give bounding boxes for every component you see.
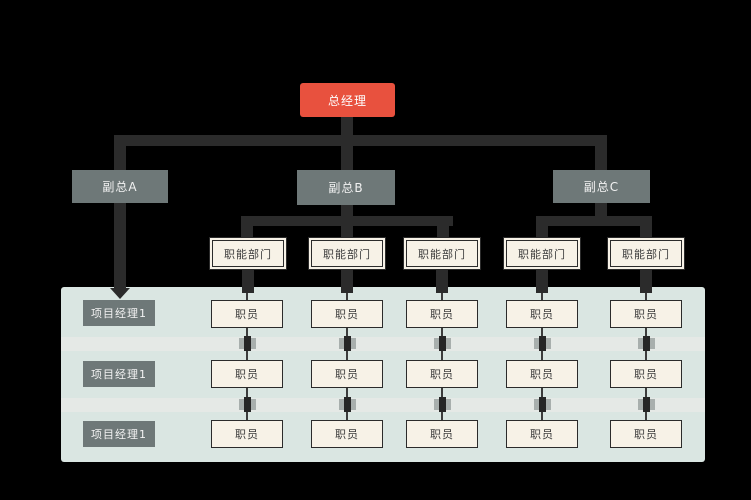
connector-joint — [533, 336, 551, 351]
connector-dept-1-stub — [242, 270, 254, 293]
node-dept-2[interactable]: 职能部门 — [308, 237, 386, 270]
connector-root-down — [341, 115, 353, 141]
node-staff-r1c4[interactable]: 职员 — [506, 300, 578, 328]
node-dept-3[interactable]: 职能部门 — [403, 237, 481, 270]
connector-drop-dept-2 — [341, 226, 353, 238]
column-line — [441, 293, 443, 300]
column-line — [346, 293, 348, 300]
connector-vp-b-horizontal — [241, 216, 453, 226]
dept-label: 职能部门 — [406, 240, 478, 267]
connector-joint — [433, 397, 451, 412]
connector-joint — [338, 336, 356, 351]
connector-vp-a-down — [114, 203, 126, 289]
node-pm-row-2[interactable]: 项目经理1 — [83, 361, 155, 387]
connector-drop-dept-1 — [241, 226, 253, 238]
matrix-panel — [61, 287, 705, 462]
connector-drop-dept-5 — [640, 226, 652, 238]
node-dept-1[interactable]: 职能部门 — [209, 237, 287, 270]
node-staff-r3c4[interactable]: 职员 — [506, 420, 578, 448]
node-pm-row-1[interactable]: 项目经理1 — [83, 300, 155, 326]
dept-label: 职能部门 — [212, 240, 284, 267]
panel-stripe — [61, 398, 705, 412]
node-staff-r2c4[interactable]: 职员 — [506, 360, 578, 388]
connector-joint — [433, 336, 451, 351]
node-pm-row-3[interactable]: 项目经理1 — [83, 421, 155, 447]
connector-joint — [533, 397, 551, 412]
node-vp-c[interactable]: 副总C — [553, 170, 650, 203]
connector-drop-dept-3 — [437, 226, 449, 238]
connector-joint — [238, 397, 256, 412]
connector-vp-c-horizontal — [536, 216, 652, 226]
connector-dept-2-stub — [341, 270, 353, 293]
connector-drop-vp-b — [341, 146, 353, 172]
connector-joint — [338, 397, 356, 412]
connector-dept-3-stub — [436, 270, 448, 293]
node-staff-r1c3[interactable]: 职员 — [406, 300, 478, 328]
node-staff-r1c1[interactable]: 职员 — [211, 300, 283, 328]
node-staff-r3c5[interactable]: 职员 — [610, 420, 682, 448]
connector-drop-vp-a — [114, 146, 126, 172]
arrow-down-icon — [110, 288, 130, 299]
connector-dept-4-stub — [536, 270, 548, 293]
node-staff-r1c5[interactable]: 职员 — [610, 300, 682, 328]
connector-joint — [637, 336, 655, 351]
connector-level1-horizontal — [114, 135, 607, 146]
node-staff-r1c2[interactable]: 职员 — [311, 300, 383, 328]
column-line — [541, 293, 543, 300]
connector-drop-dept-4 — [536, 226, 548, 238]
dept-label: 职能部门 — [311, 240, 383, 267]
column-line — [246, 293, 248, 300]
connector-vp-b-stub — [341, 205, 353, 218]
connector-vp-c-stub — [595, 203, 607, 218]
panel-stripe — [61, 337, 705, 351]
node-vp-b[interactable]: 副总B — [297, 170, 395, 205]
node-staff-r2c3[interactable]: 职员 — [406, 360, 478, 388]
node-staff-r3c1[interactable]: 职员 — [211, 420, 283, 448]
node-staff-r2c1[interactable]: 职员 — [211, 360, 283, 388]
node-dept-5[interactable]: 职能部门 — [607, 237, 685, 270]
node-staff-r2c2[interactable]: 职员 — [311, 360, 383, 388]
dept-label: 职能部门 — [506, 240, 578, 267]
node-dept-4[interactable]: 职能部门 — [503, 237, 581, 270]
connector-dept-5-stub — [640, 270, 652, 293]
connector-drop-vp-c — [595, 146, 607, 172]
column-line — [645, 293, 647, 300]
dept-label: 职能部门 — [610, 240, 682, 267]
node-staff-r2c5[interactable]: 职员 — [610, 360, 682, 388]
connector-joint — [238, 336, 256, 351]
node-vp-a[interactable]: 副总A — [72, 170, 168, 203]
node-staff-r3c2[interactable]: 职员 — [311, 420, 383, 448]
node-staff-r3c3[interactable]: 职员 — [406, 420, 478, 448]
connector-joint — [637, 397, 655, 412]
node-general-manager[interactable]: 总经理 — [300, 83, 395, 117]
